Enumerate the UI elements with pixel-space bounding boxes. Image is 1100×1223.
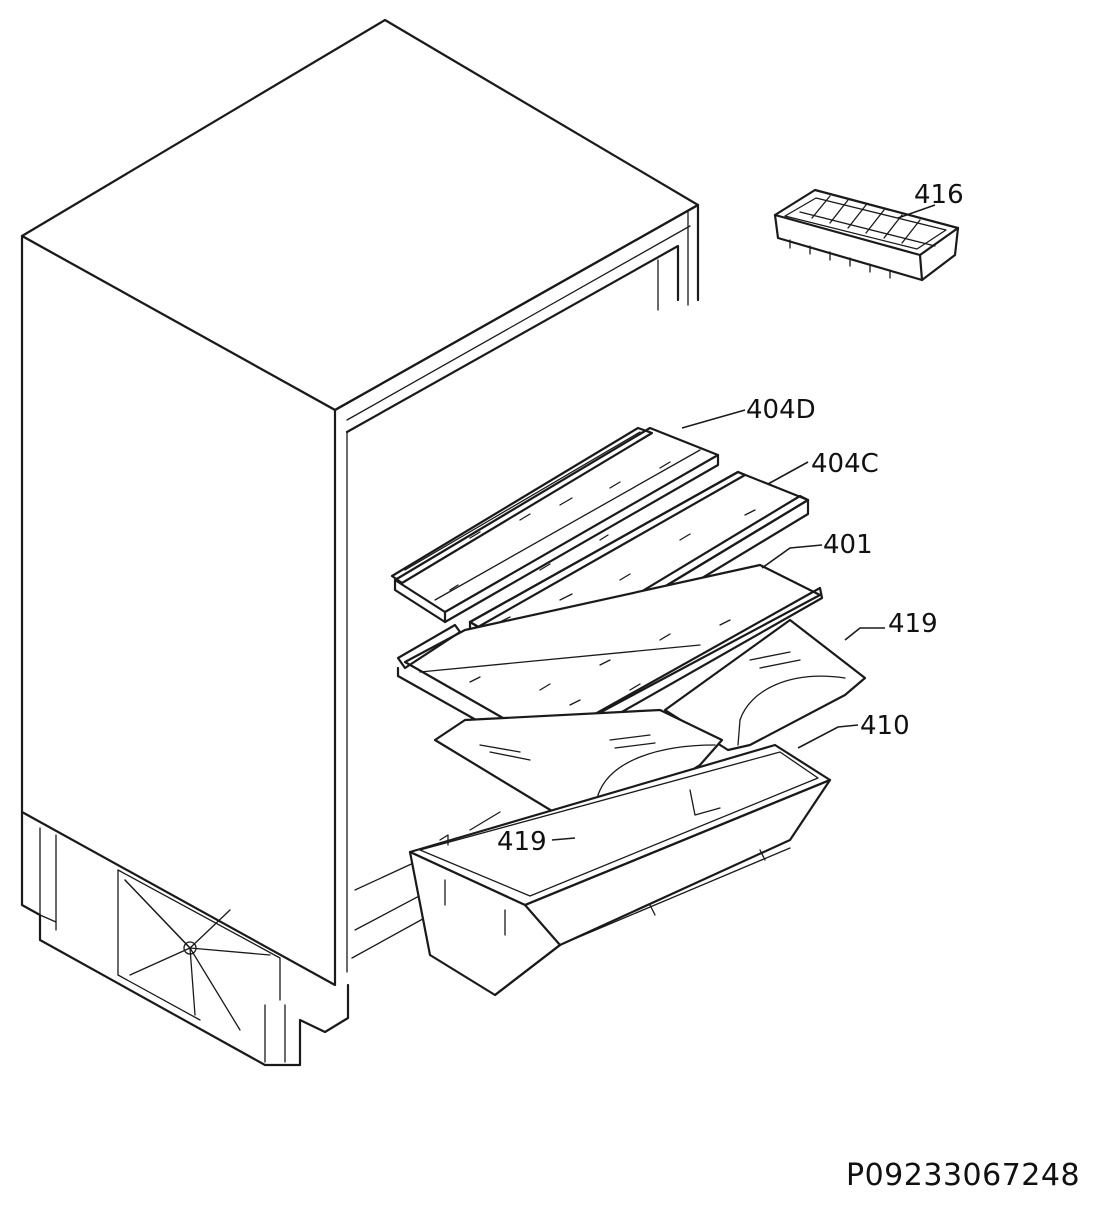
label-410: 410 [860,711,910,741]
label-401: 401 [823,530,873,560]
drawing-code: P09233067248 [846,1158,1081,1193]
label-419-right: 419 [888,609,938,639]
freezer-drawer-410 [408,743,832,997]
label-419-left: 419 [497,827,547,857]
label-404D: 404D [746,395,816,425]
glass-shelf-404D [390,426,720,624]
ice-cube-tray [773,188,960,282]
drawer-cover-419-right [663,618,867,752]
cabinet-base [20,810,350,1067]
label-404C: 404C [811,449,879,479]
leader-lines [551,204,936,841]
label-416: 416 [914,180,964,210]
refrigerator-cabinet [20,18,700,987]
